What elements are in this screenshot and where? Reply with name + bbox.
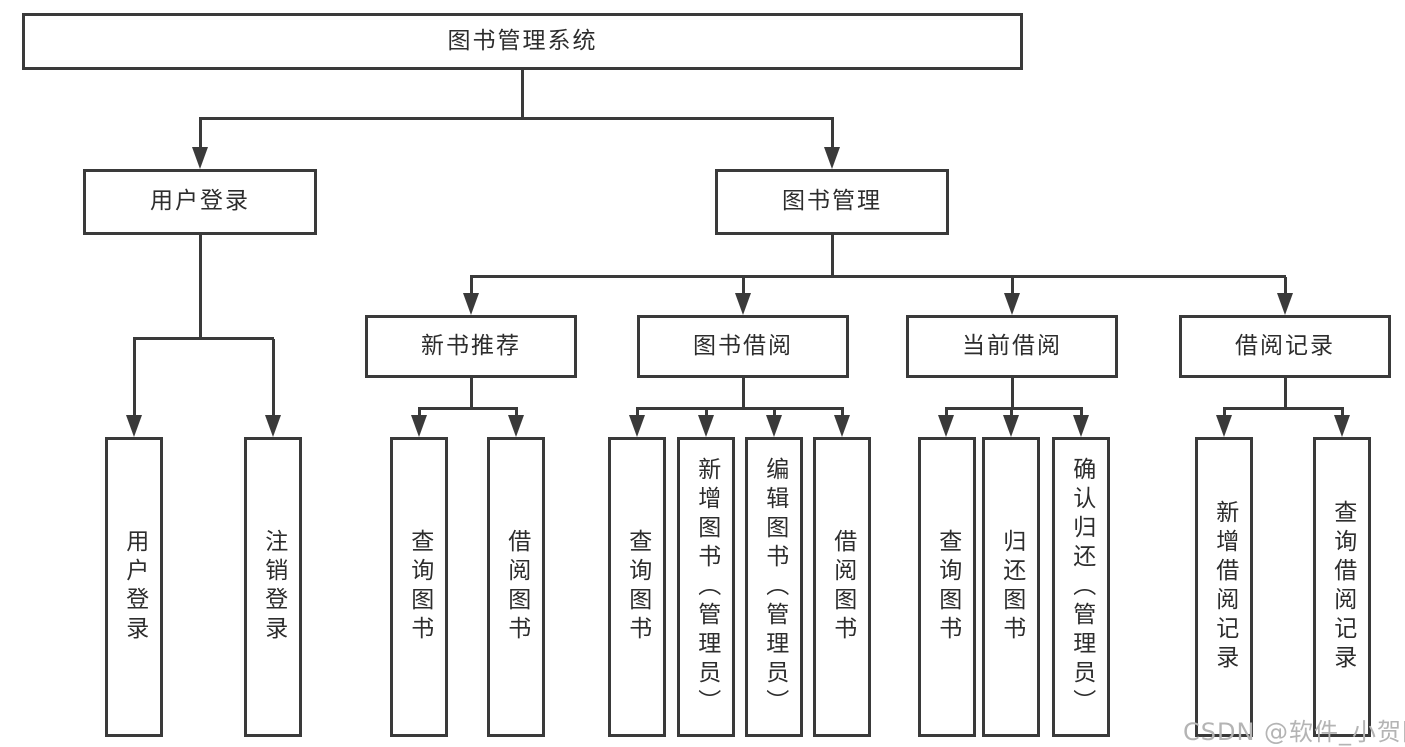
edge-records-stem	[1284, 377, 1287, 409]
edge-stem-add-book	[705, 409, 708, 419]
node-book-borrow: 图书借阅	[637, 315, 849, 378]
leaf-confirm-return-admin: 确认归还（管理员）	[1052, 437, 1110, 737]
leaf-return-book: 归还图书	[982, 437, 1040, 737]
arrow-query-record	[1334, 415, 1350, 437]
edge-stem-query-current	[945, 409, 948, 419]
leaf-query-books-borrow: 查询图书	[608, 437, 666, 737]
edge-records-rail	[1223, 407, 1344, 410]
arrow-query-recommend	[411, 415, 427, 437]
edge-l2-rail	[199, 117, 834, 120]
edge-stem-edit-book	[773, 409, 776, 419]
edge-stem-borrow-records	[1284, 277, 1287, 295]
arrow-leaf-user-login	[126, 415, 142, 437]
edge-current-stem	[1011, 377, 1014, 409]
arrow-book-borrow	[735, 293, 751, 315]
arrow-leaf-logout	[265, 415, 281, 437]
arrow-query-current	[938, 415, 954, 437]
arrow-confirm-return	[1073, 415, 1089, 437]
edge-stem-return-book	[1010, 409, 1013, 419]
edge-l3-rail	[470, 275, 1286, 278]
watermark: CSDN @软件_小贺同学	[1183, 718, 1405, 746]
node-borrow-records: 借阅记录	[1179, 315, 1391, 378]
edge-stem-book-management	[831, 119, 834, 149]
leaf-query-books-recommend: 查询图书	[390, 437, 448, 737]
leaf-edit-book-admin: 编辑图书（管理员）	[745, 437, 803, 737]
leaf-query-books-current: 查询图书	[918, 437, 976, 737]
node-current-borrow: 当前借阅	[906, 315, 1118, 378]
leaf-user-login: 用户登录	[105, 437, 163, 737]
leaf-query-borrow-record: 查询借阅记录	[1313, 437, 1371, 737]
edge-stem-borrow-book	[841, 409, 844, 419]
arrow-borrow-recommend	[508, 415, 524, 437]
arrow-add-book	[698, 415, 714, 437]
edge-stem-leaf-logout	[272, 339, 275, 417]
edge-borrow-rail	[636, 407, 844, 410]
edge-user-login-stem	[199, 234, 202, 339]
edge-user-login-rail	[133, 337, 274, 340]
node-book-management: 图书管理	[715, 169, 949, 235]
arrow-user-login	[192, 147, 208, 169]
edge-stem-leaf-user-login	[133, 339, 136, 417]
leaf-logout: 注销登录	[244, 437, 302, 737]
edge-recommend-stem	[470, 377, 473, 409]
node-user-login: 用户登录	[83, 169, 317, 235]
node-new-book-recommend: 新书推荐	[365, 315, 577, 378]
edge-book-management-stem	[831, 234, 834, 278]
edge-borrow-stem	[742, 377, 745, 409]
edge-current-rail	[945, 407, 1083, 410]
arrow-book-management	[824, 147, 840, 169]
edge-stem-book-borrow	[742, 277, 745, 295]
edge-stem-confirm-return	[1080, 409, 1083, 419]
edge-root-stem	[521, 69, 524, 120]
leaf-borrow-books-borrow: 借阅图书	[813, 437, 871, 737]
edge-stem-add-record	[1223, 409, 1226, 419]
edge-recommend-rail	[418, 407, 518, 410]
node-root: 图书管理系统	[22, 13, 1023, 70]
arrow-current-borrow	[1004, 293, 1020, 315]
edge-stem-query-record	[1341, 409, 1344, 419]
leaf-add-borrow-record: 新增借阅记录	[1195, 437, 1253, 737]
arrow-return-book	[1003, 415, 1019, 437]
edge-stem-query-recommend	[418, 409, 421, 419]
arrow-borrow-records	[1277, 293, 1293, 315]
leaf-add-book-admin: 新增图书（管理员）	[677, 437, 735, 737]
edge-stem-new-book-recommend	[470, 277, 473, 295]
arrow-add-record	[1216, 415, 1232, 437]
arrow-new-book-recommend	[463, 293, 479, 315]
arrow-query-borrow	[629, 415, 645, 437]
edge-stem-borrow-recommend	[515, 409, 518, 419]
edge-stem-query-borrow	[636, 409, 639, 419]
edge-stem-user-login	[199, 119, 202, 149]
leaf-borrow-books-recommend: 借阅图书	[487, 437, 545, 737]
arrow-borrow-book	[834, 415, 850, 437]
edge-stem-current-borrow	[1011, 277, 1014, 295]
arrow-edit-book	[766, 415, 782, 437]
